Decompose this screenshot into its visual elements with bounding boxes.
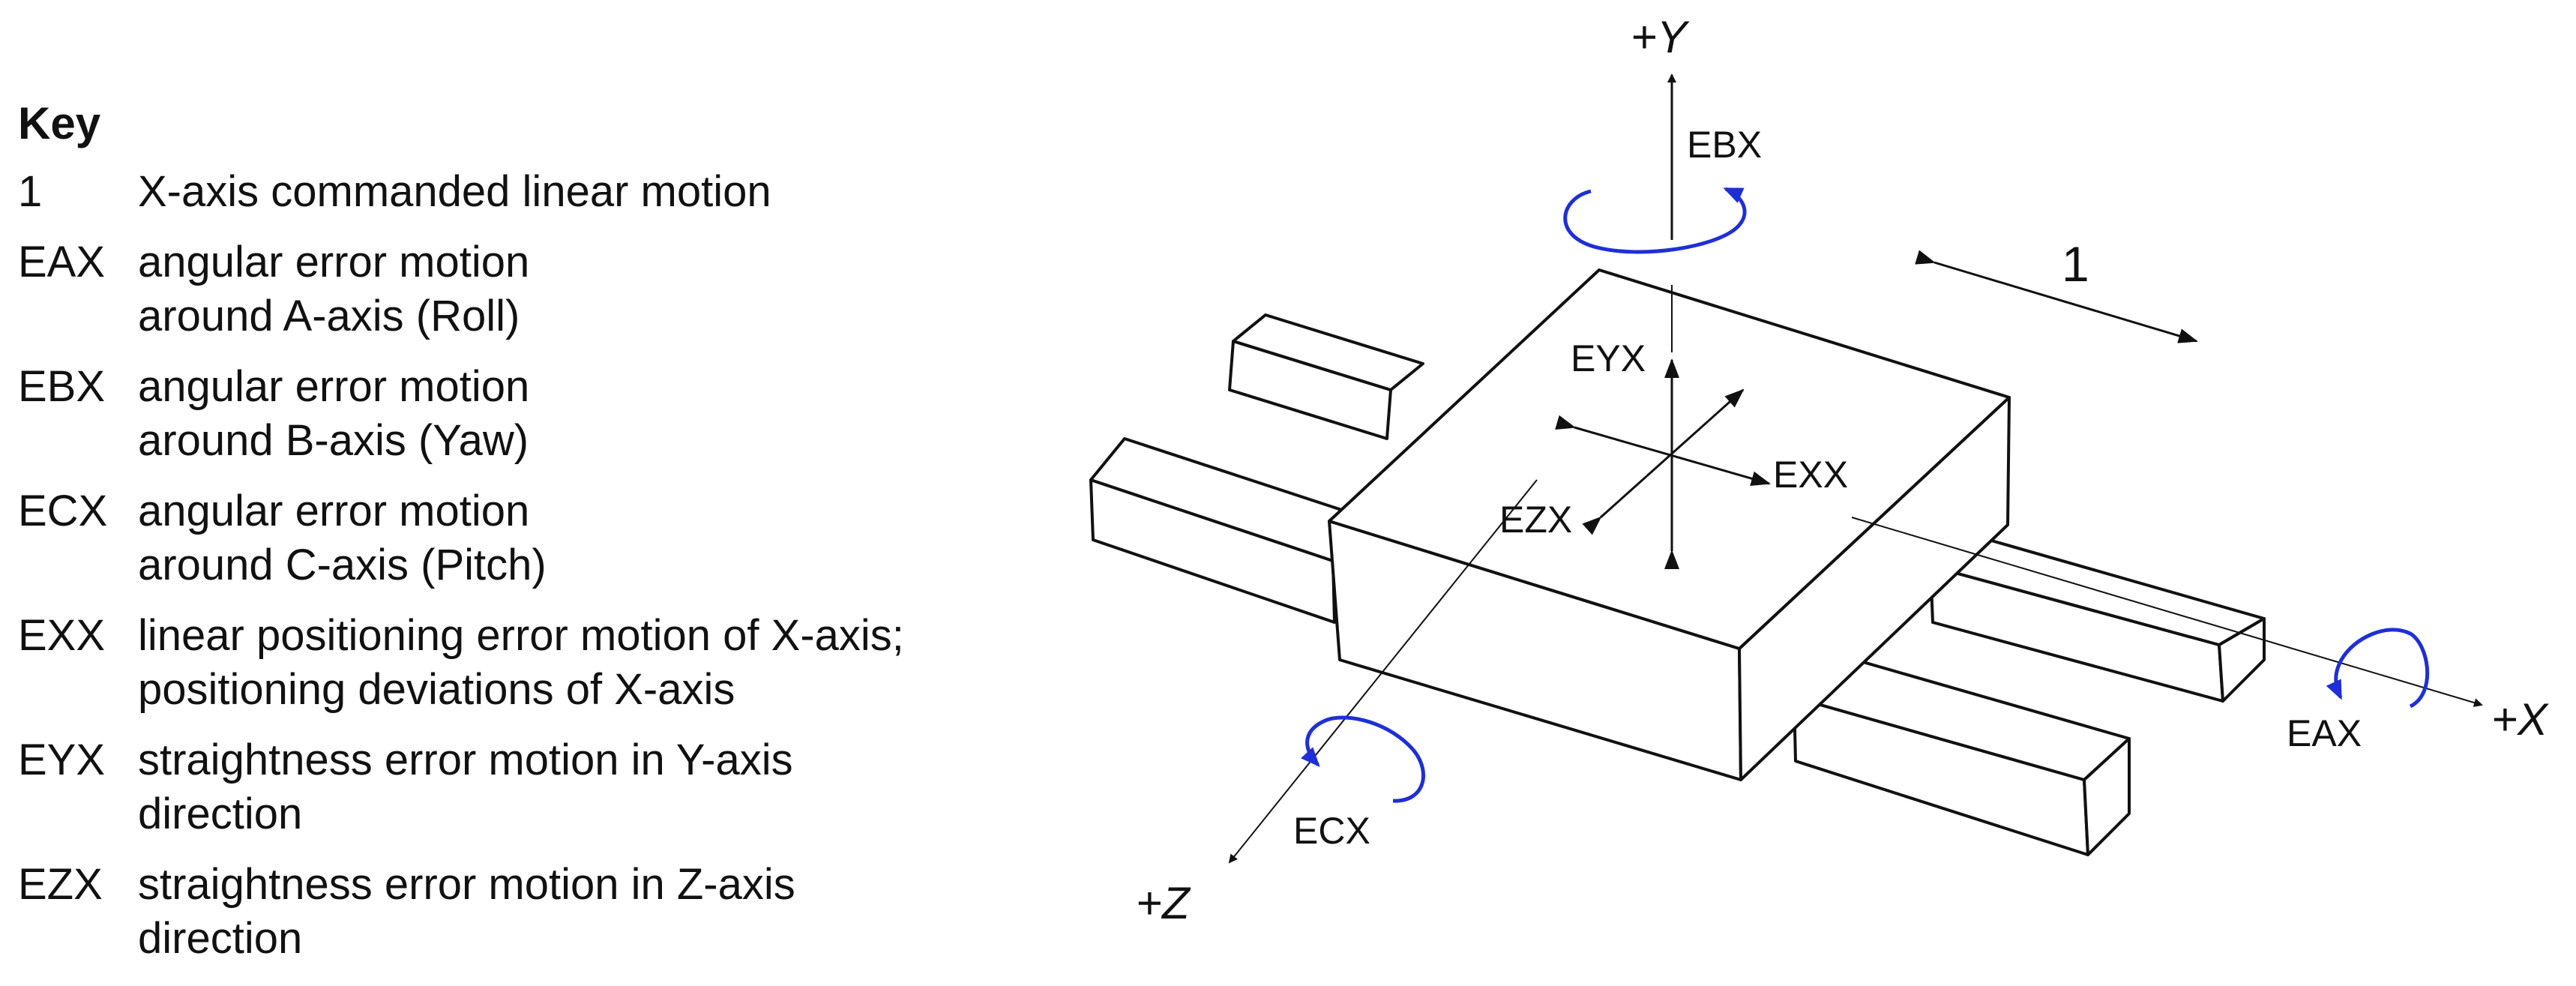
key-entry-ebx: EBX angular error motion around B-axis (… (18, 360, 1068, 468)
key-code: ECX (18, 487, 108, 535)
key-description: angular error motion around C-axis (Pitc… (138, 484, 547, 592)
ecx-rotation-icon (1301, 715, 1425, 803)
key-description-line: positioning deviations of X-axis (138, 665, 735, 714)
key-entry-eax: EAX angular error motion around A-axis (… (18, 235, 1068, 343)
key-entry-1: 1 X-axis commanded linear motion (18, 165, 1068, 219)
key-description-line: angular error motion (138, 487, 530, 535)
ecx-label: ECX (1293, 810, 1370, 852)
key-code: EZX (18, 860, 103, 909)
rail-back-left (1228, 313, 1424, 440)
key-description-line: angular error motion (138, 362, 530, 411)
y-axis-label: +Y (1631, 12, 1690, 62)
key-description-line: around A-axis (Roll) (138, 292, 520, 340)
ezx-arrow (1582, 388, 1745, 535)
eax-label: EAX (2287, 712, 2362, 754)
commanded-motion-arrow (1915, 250, 2198, 343)
z-axis-label: +Z (1136, 878, 1191, 928)
ebx-rotation-icon (1563, 187, 1747, 254)
x-axis-line (1851, 517, 2483, 707)
key-description-line: direction (138, 914, 303, 963)
key-entry-exx: EXX linear positioning error motion of X… (18, 609, 1068, 717)
key-description: straightness error motion in Y-axis dire… (138, 733, 793, 841)
ebx-label: EBX (1687, 124, 1762, 166)
key-description-line: straightness error motion in Z-axis (138, 860, 795, 909)
key-code: 1 (18, 167, 43, 216)
eyx-label: EYX (1571, 337, 1646, 379)
key-code: EYX (18, 736, 106, 784)
key-code: EAX (18, 238, 106, 286)
key-description-line: direction (138, 790, 303, 838)
key-code: EXX (18, 611, 106, 660)
key-description-line: around C-axis (Pitch) (138, 541, 547, 589)
key-entry-ezx: EZX straightness error motion in Z-axis … (18, 858, 1068, 966)
key-description-line: X-axis commanded linear motion (138, 167, 771, 216)
key-description: linear positioning error motion of X-axi… (138, 609, 904, 717)
key-code: EBX (18, 362, 106, 411)
key-panel: Key 1 X-axis commanded linear motion EAX… (18, 97, 1068, 982)
key-description-line: straightness error motion in Y-axis (138, 736, 793, 784)
ezx-label: EZX (1499, 499, 1572, 541)
eax-rotation-icon (2326, 628, 2429, 709)
key-entry-eyx: EYX straightness error motion in Y-axis … (18, 733, 1068, 841)
commanded-motion-label: 1 (2062, 236, 2089, 292)
z-axis-line (1228, 479, 1538, 864)
key-description: straightness error motion in Z-axis dire… (138, 858, 795, 966)
key-description: X-axis commanded linear motion (138, 165, 771, 219)
x-axis-label: +X (2491, 694, 2549, 745)
key-description: angular error motion around A-axis (Roll… (138, 235, 529, 343)
key-description: angular error motion around B-axis (Yaw) (138, 360, 529, 468)
exx-label: EXX (1773, 454, 1848, 496)
key-description-line: linear positioning error motion of X-axi… (138, 611, 904, 660)
key-description-line: angular error motion (138, 238, 530, 286)
rail-front-left (1089, 437, 1366, 624)
key-title: Key (18, 98, 101, 148)
error-motion-diagram: +Y +X +Z 1 EBX EYX EXX EZX EAX ECX (1089, 12, 2549, 928)
rail-back-right (1929, 531, 2266, 703)
key-description-line: around B-axis (Yaw) (138, 416, 529, 465)
key-entry-ecx: ECX angular error motion around C-axis (… (18, 484, 1068, 592)
